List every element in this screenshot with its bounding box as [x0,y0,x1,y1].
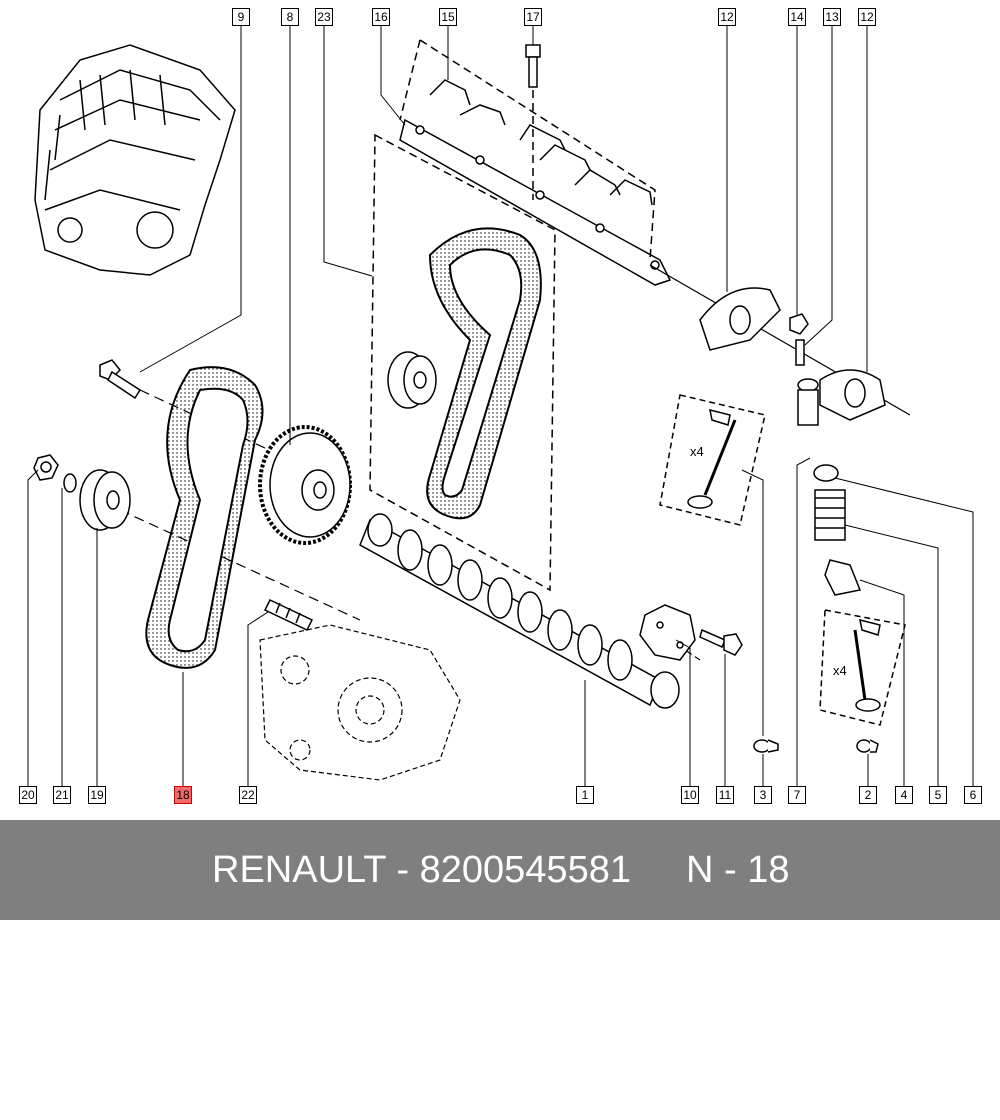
callout-5[interactable]: 5 [929,786,947,804]
cam-cap-rail [399,118,672,286]
diagram-reference: N - 18 [686,849,790,891]
cam-sprocket-8 [258,425,352,545]
quantity-label: x4 [833,663,847,678]
callout-18-highlighted[interactable]: 18 [174,786,192,804]
intake-valves-box: x4 [659,394,766,526]
callout-14[interactable]: 14 [788,8,806,26]
timing-belt-23 [426,227,542,520]
callout-17[interactable]: 17 [524,8,542,26]
rocker-arm-12a [699,287,781,351]
tensioner-roller [387,351,437,409]
cotter-3 [753,739,779,753]
callout-13[interactable]: 13 [823,8,841,26]
callout-4[interactable]: 4 [895,786,913,804]
callout-19[interactable]: 19 [88,786,106,804]
idler-pulley-19 [79,469,131,531]
washer-21 [63,473,77,493]
callout-3[interactable]: 3 [754,786,772,804]
plate-10 [639,604,696,661]
belt-kit-box [369,133,556,592]
callout-21[interactable]: 21 [53,786,71,804]
callout-12-second[interactable]: 12 [858,8,876,26]
callout-7[interactable]: 7 [788,786,806,804]
callout-22[interactable]: 22 [239,786,257,804]
nut-20 [33,454,59,481]
cotter-2 [856,739,879,753]
rocker-arm-12b [819,369,886,421]
leader-lines [27,25,974,786]
valve-spring-stack [797,378,862,596]
callout-9[interactable]: 9 [232,8,250,26]
exhaust-valves-box: x4 [819,609,906,726]
part-number-footer: RENAULT - 8200545581 N - 18 [0,820,1000,920]
cam-caps [399,39,656,261]
callout-11[interactable]: 11 [716,786,734,804]
quantity-label: x4 [690,444,704,459]
callout-15[interactable]: 15 [439,8,457,26]
bolt-11 [699,628,743,656]
adjuster-14 [789,313,809,366]
part-number-title: RENAULT - 8200545581 [212,849,631,891]
callout-8[interactable]: 8 [281,8,299,26]
bolt-17 [525,44,541,200]
camshaft-1 [359,513,680,709]
callout-2[interactable]: 2 [859,786,877,804]
callout-12[interactable]: 12 [718,8,736,26]
callout-1[interactable]: 1 [576,786,594,804]
callout-10[interactable]: 10 [681,786,699,804]
callout-20[interactable]: 20 [19,786,37,804]
timing-belt-18 [145,366,264,669]
parts-diagram: x4 x4 [19,8,982,804]
engine-thumbnail [34,44,236,276]
exploded-view-drawing: x4 x4 [27,25,974,786]
callout-6[interactable]: 6 [964,786,982,804]
water-pump-outline [259,624,461,781]
callout-16[interactable]: 16 [372,8,390,26]
bolt-9 [99,359,142,400]
callout-23[interactable]: 23 [315,8,333,26]
stud-22 [263,599,314,631]
